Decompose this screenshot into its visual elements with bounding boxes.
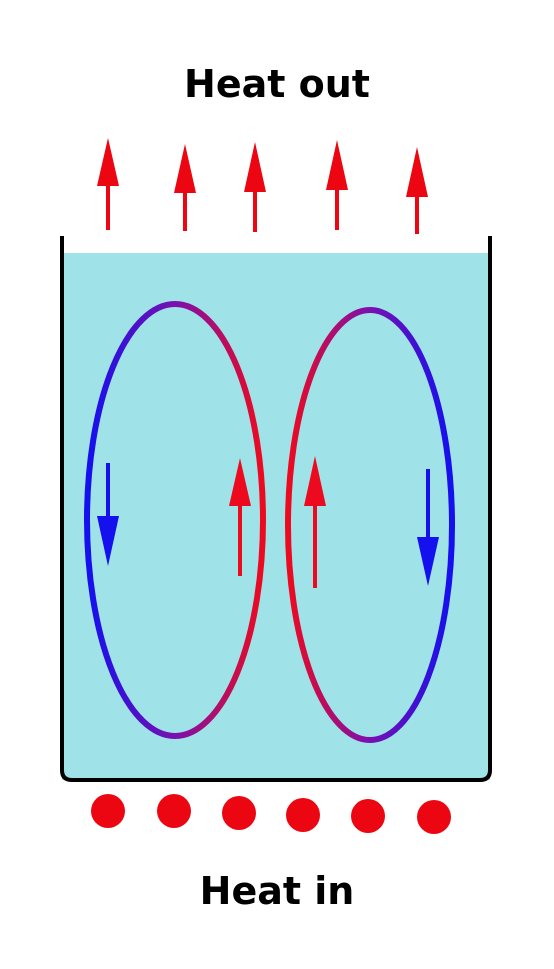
up-arrow-right — [304, 456, 326, 588]
heat-out-label: Heat out — [184, 62, 370, 106]
down-arrow-right — [417, 469, 439, 586]
heat-in-label: Heat in — [199, 869, 355, 913]
heat-source-dot — [286, 798, 320, 832]
heat-out-arrow — [406, 147, 428, 234]
heat-source-dot — [417, 800, 451, 834]
convection-loop-left — [84, 301, 266, 739]
heat-source-dot — [157, 794, 191, 828]
heat-out-arrow — [174, 144, 196, 231]
convection-loop-right — [285, 307, 455, 743]
down-arrow-left — [97, 463, 119, 566]
heat-out-arrow — [244, 142, 266, 232]
heat-out-arrow — [326, 140, 348, 230]
container — [60, 236, 492, 782]
up-arrow-left — [229, 458, 251, 576]
heat-source-dot — [351, 799, 385, 833]
heat-source-dot — [91, 794, 125, 828]
heat-source-dot — [222, 796, 256, 830]
heat-out-arrow — [97, 138, 119, 230]
